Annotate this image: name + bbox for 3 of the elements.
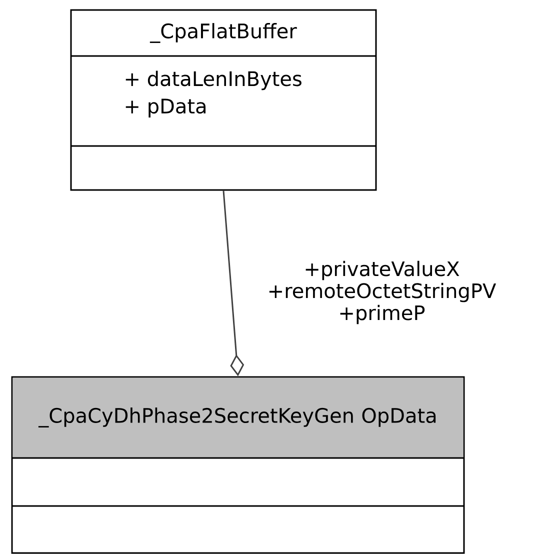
edge-label: +privateValueX +remoteOctetStringPV +primeP [269,260,496,324]
class-box: _CpaFlatBuffer + dataLenInBytes + pData [70,9,377,191]
class-box: _CpaCyDhPhase2SecretKeyGen OpData [11,376,465,554]
